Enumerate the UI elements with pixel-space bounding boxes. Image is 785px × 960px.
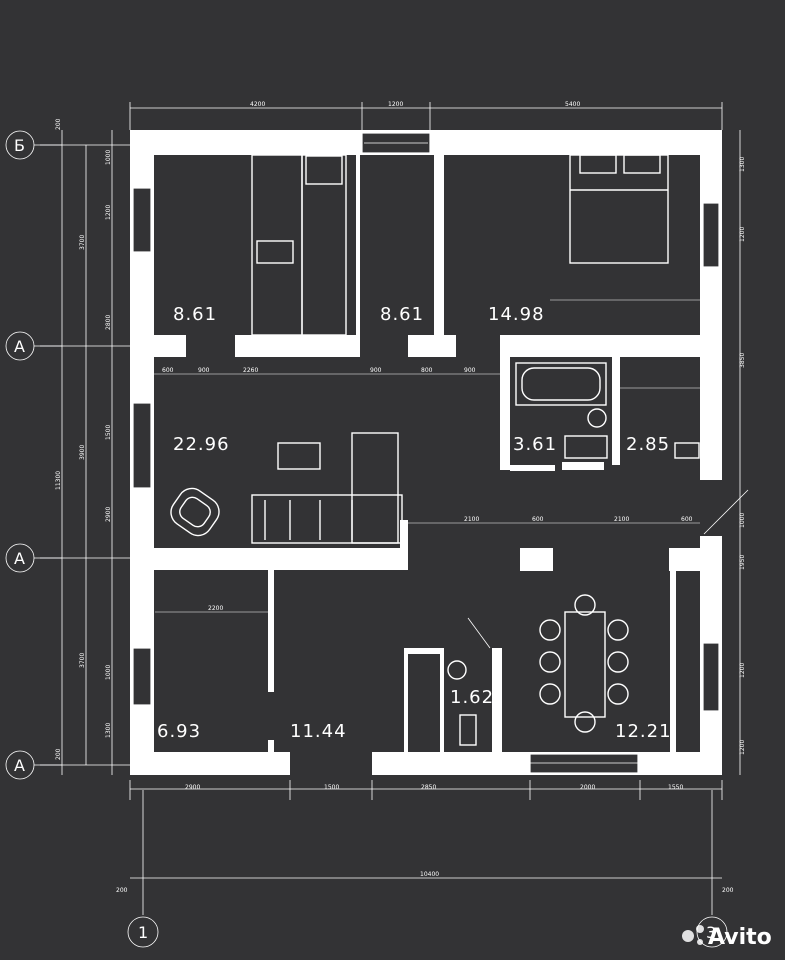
dim-edge-200-left: 200 bbox=[116, 887, 128, 894]
axis-1: 1 bbox=[138, 923, 148, 942]
dim-bottom-1500: 1500 bbox=[324, 784, 339, 791]
dim-int1-900a: 900 bbox=[198, 367, 210, 374]
room-area-bedroom-left: 8.61 bbox=[173, 304, 217, 325]
room-labels: 8.61 8.61 14.98 22.96 3.61 2.85 6.93 11.… bbox=[157, 304, 672, 742]
window-left-1 bbox=[132, 187, 152, 253]
watermark: Avito bbox=[682, 925, 772, 950]
dim-overall-10400: 10400 bbox=[420, 871, 439, 878]
terrace-door bbox=[700, 480, 724, 536]
window-bottom bbox=[529, 753, 639, 774]
room-area-laundry: 2.85 bbox=[626, 434, 670, 455]
dim-left-1500: 1500 bbox=[105, 425, 112, 440]
dim-left-1000b: 1000 bbox=[105, 665, 112, 680]
window-left-2 bbox=[132, 402, 152, 489]
dim-right-1200b: 1200 bbox=[739, 663, 746, 678]
dim-right-1200a: 1200 bbox=[739, 227, 746, 242]
openings bbox=[132, 132, 749, 776]
dim-int2-600b: 600 bbox=[681, 516, 693, 523]
dim-left-200b: 200 bbox=[55, 748, 62, 760]
bathtub bbox=[515, 362, 607, 406]
room-area-small-room: 6.93 bbox=[157, 721, 201, 742]
dim-right-1200c: 1200 bbox=[739, 740, 746, 755]
axis-a2: А bbox=[14, 549, 25, 568]
dim-left-2900: 2900 bbox=[105, 507, 112, 522]
dim-left-1200: 1200 bbox=[105, 205, 112, 220]
dim-int1-800: 800 bbox=[421, 367, 433, 374]
dim-int1-600: 600 bbox=[162, 367, 174, 374]
dim-int1-900b: 900 bbox=[370, 367, 382, 374]
dim-bottom-2850: 2850 bbox=[421, 784, 436, 791]
window-right-1 bbox=[702, 202, 720, 268]
window-right-2 bbox=[702, 642, 720, 712]
dim-left-3700b: 3700 bbox=[79, 653, 86, 668]
bed bbox=[569, 154, 669, 264]
dim-bottom-2900: 2900 bbox=[185, 784, 200, 791]
watermark-text: Avito bbox=[708, 925, 772, 950]
dim-top-4200: 4200 bbox=[250, 101, 265, 108]
axis-b: Б bbox=[14, 136, 25, 155]
dim-int2-600a: 600 bbox=[532, 516, 544, 523]
window-left-3 bbox=[132, 647, 152, 706]
dim-left-1000a: 1000 bbox=[105, 150, 112, 165]
dim-left-1300: 1300 bbox=[105, 723, 112, 738]
dim-bottom-2000: 2000 bbox=[580, 784, 595, 791]
dim-right-1300a: 1300 bbox=[739, 157, 746, 172]
wc-sink bbox=[447, 660, 467, 680]
furniture bbox=[155, 154, 705, 746]
room-area-bedroom-mid: 8.61 bbox=[380, 304, 424, 325]
dim-right-3850: 3850 bbox=[739, 353, 746, 368]
dim-left-2800: 2800 bbox=[105, 315, 112, 330]
axis-3: 3 bbox=[706, 923, 716, 942]
sofa bbox=[251, 494, 403, 544]
dining-table bbox=[564, 611, 606, 718]
dim-right-1000: 1000 bbox=[739, 513, 746, 528]
dim-left-total: 11300 bbox=[55, 471, 62, 490]
axis-markers: Б А А А 1 3 bbox=[5, 130, 728, 948]
dimension-lines bbox=[40, 102, 741, 915]
front-door bbox=[290, 752, 372, 776]
bath-sink bbox=[587, 408, 607, 428]
dim-top-5400: 5400 bbox=[565, 101, 580, 108]
armchair bbox=[170, 487, 220, 537]
room-area-kitchen-dining: 12.21 bbox=[615, 721, 672, 742]
dim-inner-2200: 2200 bbox=[208, 605, 223, 612]
dim-int1-900c: 900 bbox=[464, 367, 476, 374]
dim-right-1950: 1950 bbox=[739, 555, 746, 570]
dim-bottom-1550: 1550 bbox=[668, 784, 683, 791]
dim-int1-2260: 2260 bbox=[243, 367, 258, 374]
room-area-bath: 3.61 bbox=[513, 434, 557, 455]
dim-top-1200: 1200 bbox=[388, 101, 403, 108]
dim-int2-2100b: 2100 bbox=[614, 516, 629, 523]
axis-a1: А bbox=[14, 337, 25, 356]
dim-int2-2100a: 2100 bbox=[464, 516, 479, 523]
room-area-wc: 1.62 bbox=[450, 687, 494, 708]
axis-a3: А bbox=[14, 756, 25, 775]
room-area-living: 22.96 bbox=[173, 434, 230, 455]
dimension-labels: 4200 1200 5400 600 900 2260 900 800 900 … bbox=[55, 101, 746, 894]
room-area-bedroom-right: 14.98 bbox=[488, 304, 545, 325]
dim-edge-200-right: 200 bbox=[722, 887, 734, 894]
dim-left-200a: 200 bbox=[55, 118, 62, 130]
room-area-hall: 11.44 bbox=[290, 721, 347, 742]
dim-left-3900: 3900 bbox=[79, 445, 86, 460]
toilet bbox=[459, 714, 477, 746]
dim-left-3700a: 3700 bbox=[79, 235, 86, 250]
